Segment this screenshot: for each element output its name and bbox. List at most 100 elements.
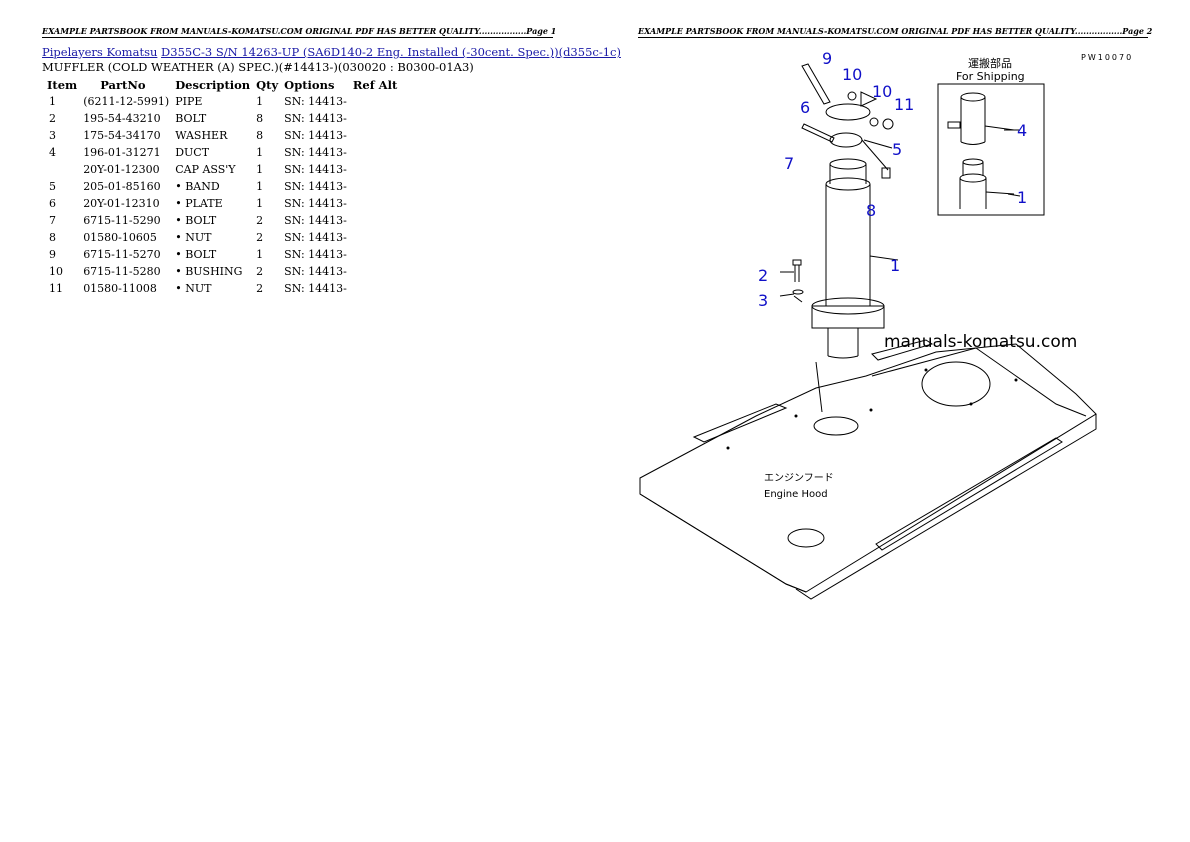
- bolt-9-drawing: [801, 63, 831, 105]
- cell-ref-alt: [350, 263, 400, 280]
- column-header-description: Description: [175, 77, 251, 92]
- cell-options: SN: 14413-: [284, 180, 347, 193]
- cell-options: SN: 14413-: [284, 231, 347, 244]
- cell-description: • PLATE: [175, 197, 223, 210]
- cell-ref-alt: [350, 161, 400, 178]
- cell-description: WASHER: [175, 129, 228, 142]
- cell-qty: 8: [256, 129, 264, 142]
- cell-description: • NUT: [175, 231, 212, 244]
- cell-partno: (6211-12-5991): [83, 95, 170, 108]
- table-row: 8 01580-10605 • NUT 2 SN: 14413-: [44, 229, 400, 246]
- table-row: 6 20Y-01-12310 • PLATE 1 SN: 14413-: [44, 195, 400, 212]
- plate-6-drawing: [825, 103, 871, 121]
- cell-qty: 1: [256, 146, 264, 159]
- callout-8: 8: [866, 201, 876, 220]
- cell-options: SN: 14413-: [284, 214, 347, 227]
- cell-item: 6: [49, 197, 56, 210]
- callout-7: 7: [784, 154, 794, 173]
- column-header-item: Item: [47, 77, 78, 92]
- callout-11: 11: [894, 95, 914, 114]
- cell-options: SN: 14413-: [284, 282, 347, 295]
- callout-leaders: [779, 129, 1021, 297]
- cell-ref-alt: [350, 93, 400, 110]
- cell-description: • BOLT: [175, 248, 217, 261]
- cell-description: • BAND: [175, 180, 220, 193]
- cell-item: 7: [49, 214, 56, 227]
- cell-item: 8: [49, 231, 56, 244]
- cell-qty: 2: [256, 282, 264, 295]
- cell-qty: 2: [256, 265, 264, 278]
- engine-hood-label-jp: エンジンフード: [764, 473, 834, 484]
- cell-ref-alt: [350, 212, 400, 229]
- parts-diagram: PW10070 運搬部品 For Shipping: [639, 49, 1131, 600]
- cell-item: 11: [49, 282, 63, 295]
- cell-item: 9: [49, 248, 56, 261]
- shipping-inset-frame: [937, 83, 1045, 216]
- callout-10-upper: 10: [842, 65, 862, 84]
- parts-table-header-row: Item PartNo Description Qty Options Ref …: [44, 76, 400, 93]
- callout-9: 9: [822, 49, 832, 68]
- cell-description: BOLT: [175, 112, 207, 125]
- cell-partno: 01580-11008: [83, 282, 157, 295]
- pipe-part-drawing: [959, 158, 1015, 209]
- callout-3: 3: [758, 291, 768, 310]
- cell-item: 3: [49, 129, 56, 142]
- callout-1-inset: 1: [1017, 188, 1027, 207]
- cell-options: SN: 14413-: [284, 129, 347, 142]
- cell-partno: 01580-10605: [83, 231, 157, 244]
- cell-description: CAP ASS'Y: [175, 163, 236, 176]
- cap-assembly-drawing: [801, 63, 894, 179]
- for-shipping-label-en: For Shipping: [956, 70, 1025, 83]
- breadcrumb-link-model[interactable]: D355C-3 S/N 14263-UP (SA6D140-2 Eng. Ins…: [161, 45, 621, 59]
- cell-partno: 20Y-01-12300: [83, 163, 160, 176]
- cell-partno: 6715-11-5270: [83, 248, 161, 261]
- table-row: 11 01580-11008 • NUT 2 SN: 14413-: [44, 280, 400, 297]
- callout-5: 5: [892, 140, 902, 159]
- cell-partno: 175-54-34170: [83, 129, 161, 142]
- callout-10-lower: 10: [872, 82, 892, 101]
- cell-partno: 196-01-31271: [83, 146, 161, 159]
- cell-item: 10: [49, 265, 63, 278]
- cell-qty: 1: [256, 163, 264, 176]
- breadcrumb-link-pipelayers[interactable]: Pipelayers Komatsu: [42, 45, 158, 59]
- cell-item: 4: [49, 146, 56, 159]
- table-row: 3 175-54-34170 WASHER 8 SN: 14413-: [44, 127, 400, 144]
- callout-4: 4: [1017, 121, 1027, 140]
- section-title: MUFFLER (COLD WEATHER (A) SPEC.)(#14413-…: [42, 60, 474, 74]
- cell-qty: 2: [256, 214, 264, 227]
- nut-8-drawing: [881, 167, 891, 179]
- page-1-header: EXAMPLE PARTSBOOK FROM MANUALS-KOMATSU.C…: [42, 26, 557, 38]
- cell-qty: 1: [256, 248, 264, 261]
- engine-hood-drawing: [639, 339, 1097, 600]
- cell-qty: 1: [256, 197, 264, 210]
- column-header-ref-alt: Ref Alt: [352, 77, 398, 92]
- cell-options: SN: 14413-: [284, 146, 347, 159]
- cell-description: • NUT: [175, 282, 212, 295]
- cell-ref-alt: [350, 110, 400, 127]
- cell-qty: 1: [256, 95, 264, 108]
- washer-3-drawing: [792, 289, 804, 303]
- callout-1-main: 1: [890, 256, 900, 275]
- for-shipping-inset: 運搬部品 For Shipping: [937, 56, 1045, 216]
- cell-ref-alt: [350, 280, 400, 297]
- cell-qty: 2: [256, 231, 264, 244]
- cell-ref-alt: [350, 229, 400, 246]
- cell-partno: 205-01-85160: [83, 180, 161, 193]
- cell-partno: 195-54-43210: [83, 112, 161, 125]
- cell-item: 2: [49, 112, 56, 125]
- cell-partno: 6715-11-5290: [83, 214, 161, 227]
- cell-partno: 20Y-01-12310: [83, 197, 160, 210]
- cell-item: 5: [49, 180, 56, 193]
- cell-item: 1: [49, 95, 56, 108]
- duct-part-drawing: [947, 92, 1015, 145]
- cell-options: SN: 14413-: [284, 197, 347, 210]
- bolt-7-drawing: [801, 123, 835, 143]
- column-header-partno: PartNo: [100, 77, 146, 92]
- cell-options: SN: 14413-: [284, 248, 347, 261]
